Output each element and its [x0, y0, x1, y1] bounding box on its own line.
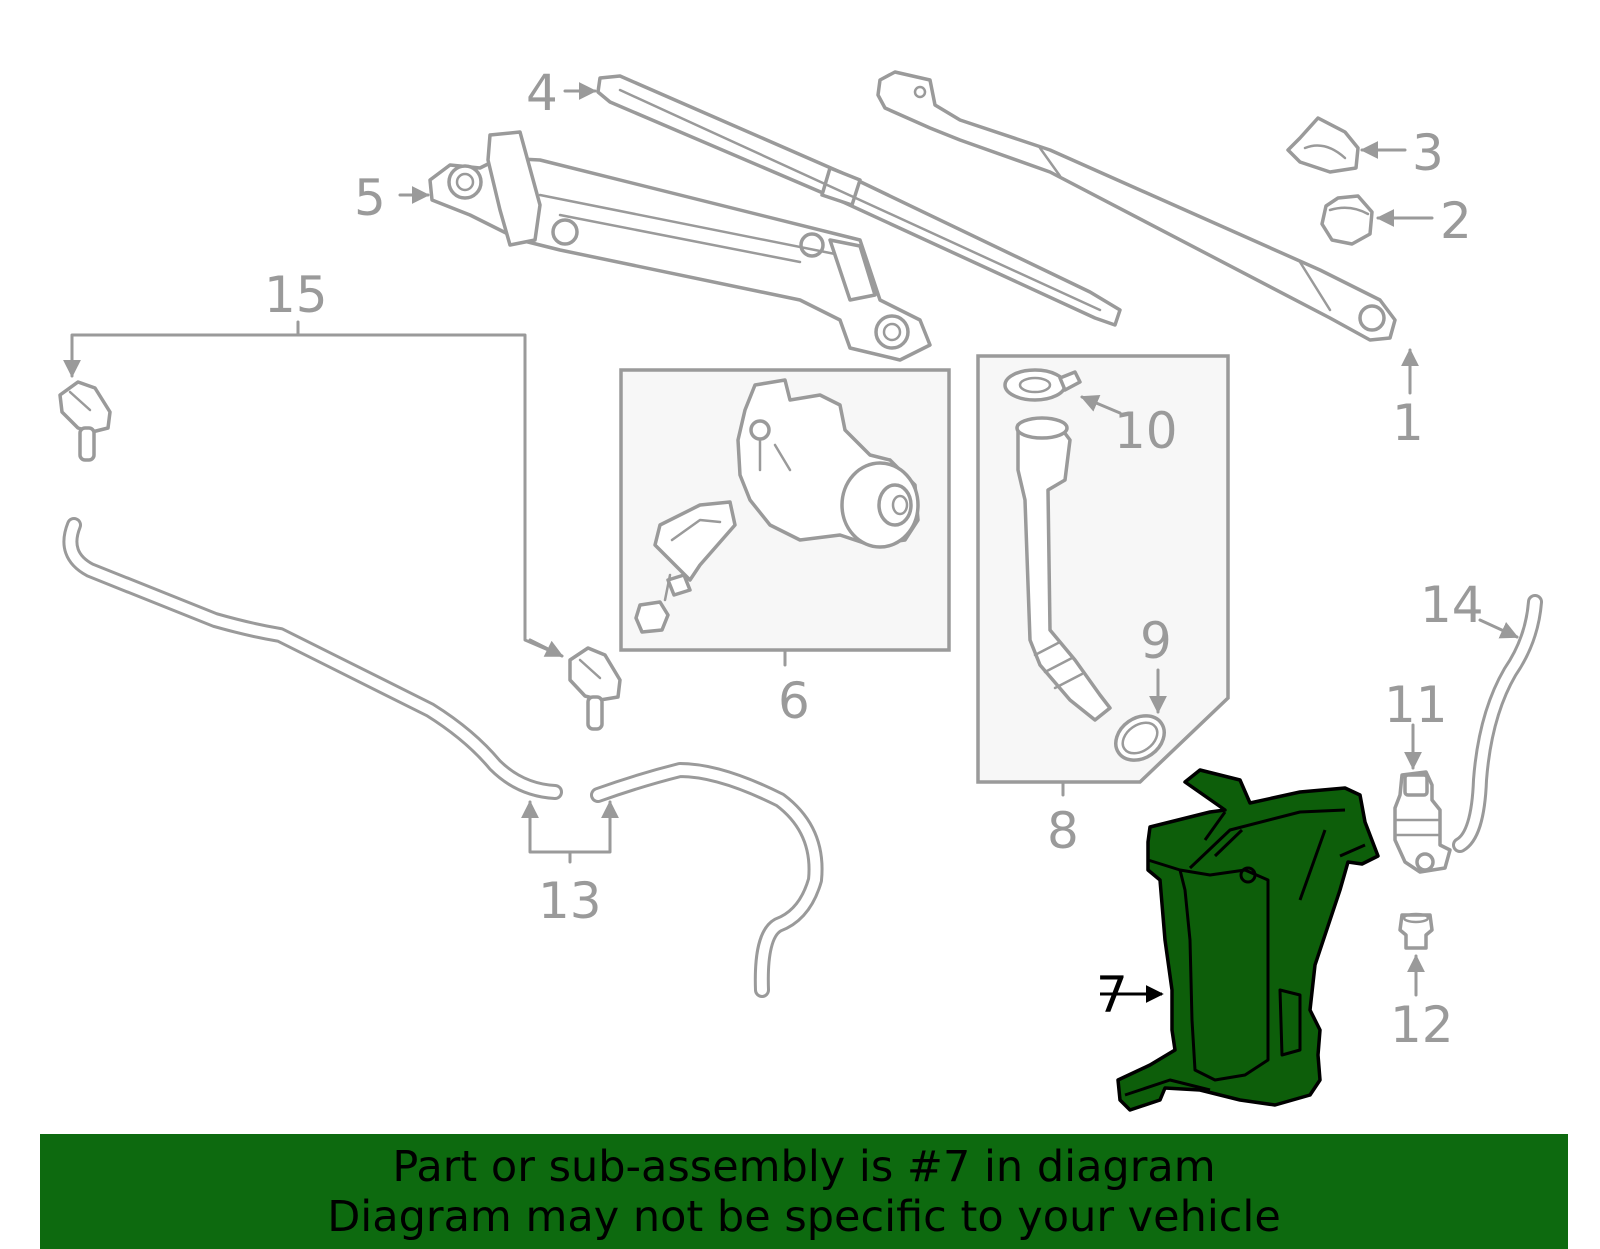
callout-8: 8: [1047, 802, 1079, 860]
banner-line-2: Diagram may not be specific to your vehi…: [327, 1191, 1281, 1242]
motor-bracket: [634, 500, 737, 634]
washer-nozzle-left: [58, 380, 112, 462]
callout-13-leader: [528, 803, 612, 864]
filler-cap: [1003, 368, 1082, 402]
wiper-arm-left: [596, 74, 1122, 327]
banner-line-1: Part or sub-assembly is #7 in diagram: [392, 1141, 1216, 1192]
wiper-linkage: [428, 130, 932, 362]
washer-hose-left: [62, 517, 563, 800]
washer-reservoir: [1116, 768, 1380, 1112]
callout-13: 13: [538, 872, 602, 930]
callout-11: 11: [1384, 676, 1448, 734]
filler-neck: [1015, 416, 1112, 722]
wiper-arm-right: [876, 70, 1397, 342]
filler-assembly-box: [976, 354, 1230, 784]
callout-4: 4: [526, 64, 558, 122]
callout-7: 7: [1096, 966, 1128, 1024]
pump-hose: [1452, 594, 1543, 853]
callout-12: 12: [1390, 996, 1454, 1054]
callout-3: 3: [1412, 124, 1444, 182]
callout-9: 9: [1140, 612, 1172, 670]
callout-5: 5: [354, 169, 386, 227]
washer-nozzle-right: [568, 646, 622, 731]
callout-15-leader: [70, 333, 562, 657]
pump-grommet: [1398, 912, 1434, 950]
washer-hose-right: [590, 762, 824, 998]
callout-2: 2: [1440, 192, 1472, 250]
callout-14: 14: [1420, 576, 1484, 634]
callout-6: 6: [778, 672, 810, 730]
wiper-motor: [736, 378, 920, 549]
callout-1: 1: [1392, 394, 1424, 452]
notice-banner: Part or sub-assembly is #7 in diagram Di…: [40, 1134, 1568, 1249]
callout-10: 10: [1114, 402, 1178, 460]
washer-pump: [1393, 770, 1452, 874]
pivot-cap: [1286, 116, 1360, 174]
seal-ring: [1114, 714, 1166, 762]
pivot-nut: [1320, 194, 1374, 246]
callout-15: 15: [264, 266, 328, 324]
